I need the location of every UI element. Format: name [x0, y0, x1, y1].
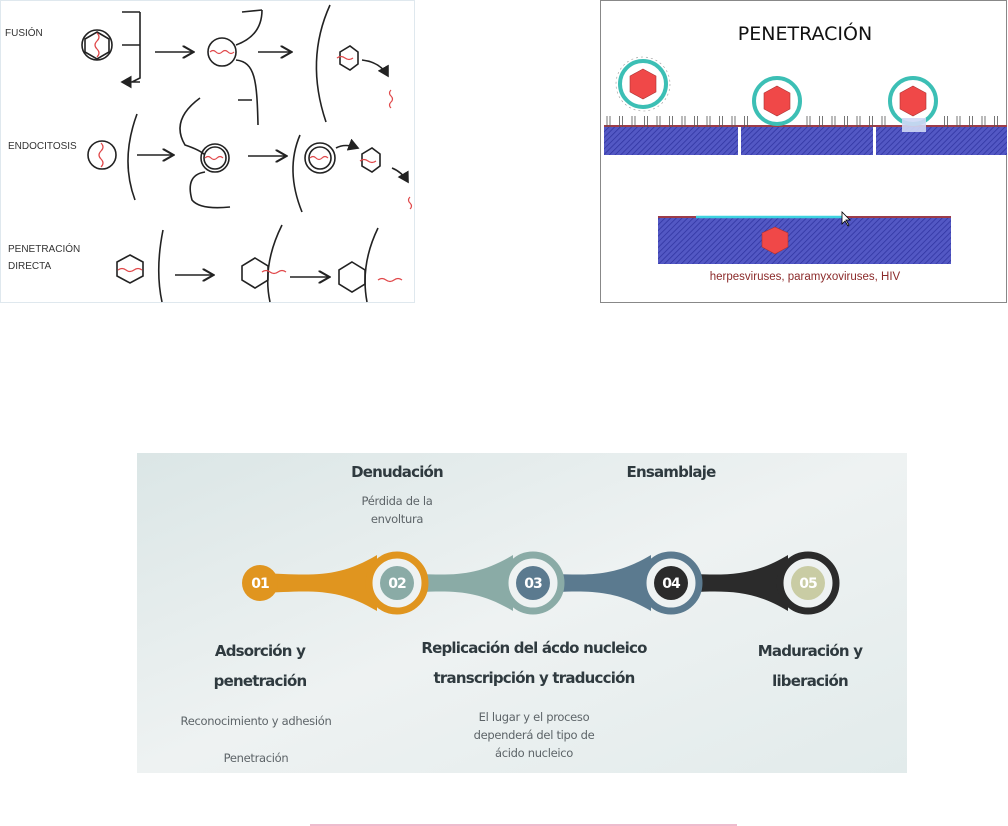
receptor-icon	[969, 116, 973, 127]
receptor-icon	[694, 116, 698, 127]
receptor-icon	[656, 116, 661, 127]
step-02-detail-1: Pérdida de la	[362, 494, 433, 508]
receptor-icon	[844, 116, 848, 127]
receptor-icon	[956, 116, 961, 127]
enveloped-virus-fusing	[888, 76, 938, 132]
step-03-detail-3: ácido nucleico	[495, 746, 573, 760]
step-number-02: 02	[388, 576, 406, 592]
step-02-detail-2: envoltura	[371, 512, 423, 526]
direct-penetration-sequence	[116, 224, 403, 303]
receptor-icon	[706, 116, 711, 127]
receptor-icon	[681, 116, 686, 127]
penetration-title: PENETRACIÓN	[738, 21, 872, 45]
label-direct-penetration-1: PENETRACIÓN	[8, 242, 80, 255]
virus-examples-caption: herpesviruses, paramyxoviruses, HIV	[710, 271, 901, 283]
receptor-icon	[806, 116, 811, 127]
label-endocytosis: ENDOCITOSIS	[8, 141, 77, 152]
connector-02	[397, 555, 513, 611]
cell-membrane-segments	[604, 116, 1007, 155]
label-fusion: FUSIÓN	[5, 26, 43, 39]
entry-mechanisms-panel: FUSIÓN ENDOCITOSIS PENETRACIÓN DIRECTA	[0, 0, 415, 303]
step-01-title-1: Adsorción y	[215, 642, 306, 660]
enveloped-virus-attached	[752, 76, 802, 126]
step-number-03: 03	[524, 576, 542, 592]
replication-cycle-timeline: 01 02 03 04 05 Denudación Pérdida de la envo…	[137, 453, 907, 773]
step-01-detail-2: Penetración	[224, 751, 289, 765]
fused-membrane	[658, 211, 951, 264]
receptor-icon	[856, 116, 861, 127]
receptor-icon	[981, 116, 986, 127]
step-number-01: 01	[251, 576, 269, 592]
enveloped-virus-approaching	[615, 56, 671, 112]
receptor-icon	[631, 116, 636, 127]
receptor-icon	[731, 116, 736, 127]
step-03-detail-2: dependerá del tipo de	[474, 728, 595, 742]
receptor-icon	[881, 116, 886, 127]
mouse-cursor-icon	[841, 211, 851, 227]
step-05-title-1: Maduración y	[758, 642, 863, 660]
receptor-icon	[669, 116, 673, 127]
endocytosis-sequence	[87, 97, 413, 213]
step-03-title-2: transcripción y traducción	[434, 669, 635, 687]
receptor-icon	[644, 116, 648, 127]
receptor-icon	[819, 116, 823, 127]
capsid-inside-cell	[761, 226, 789, 255]
receptor-icon	[869, 116, 873, 127]
step-01-detail-1: Reconocimiento y adhesión	[181, 714, 332, 728]
step-node-03: 03	[501, 551, 565, 615]
step-node-02: 02	[365, 551, 429, 615]
step-number-05: 05	[799, 576, 817, 592]
receptor-icon	[619, 116, 623, 127]
step-number-04: 04	[662, 576, 681, 592]
fusion-sequence	[81, 4, 394, 126]
connector-03	[533, 555, 651, 611]
receptor-icon	[606, 116, 611, 127]
connector-04	[671, 555, 788, 611]
receptor-icon	[944, 116, 948, 127]
step-node-04: 04	[639, 551, 703, 615]
receptor-icon	[994, 116, 998, 127]
step-01-title-2: penetración	[214, 672, 307, 690]
step-node-01: 01	[242, 565, 278, 601]
step-node-05: 05	[776, 551, 840, 615]
step-04-title: Ensamblaje	[627, 463, 717, 481]
penetration-panel: PENETRACIÓN herpesvi	[600, 0, 1007, 303]
receptor-icon	[719, 116, 723, 127]
step-03-detail-1: El lugar y el proceso	[479, 710, 590, 724]
step-02-title: Denudación	[351, 463, 443, 481]
connector-01	[260, 555, 377, 611]
step-05-title-2: liberación	[772, 672, 848, 690]
timeline-connectors	[260, 555, 788, 611]
step-03-title-1: Replicación del ácdo nucleico	[421, 639, 647, 657]
receptor-icon	[744, 116, 748, 127]
label-direct-penetration-2: DIRECTA	[8, 261, 51, 272]
receptor-icon	[831, 116, 836, 127]
